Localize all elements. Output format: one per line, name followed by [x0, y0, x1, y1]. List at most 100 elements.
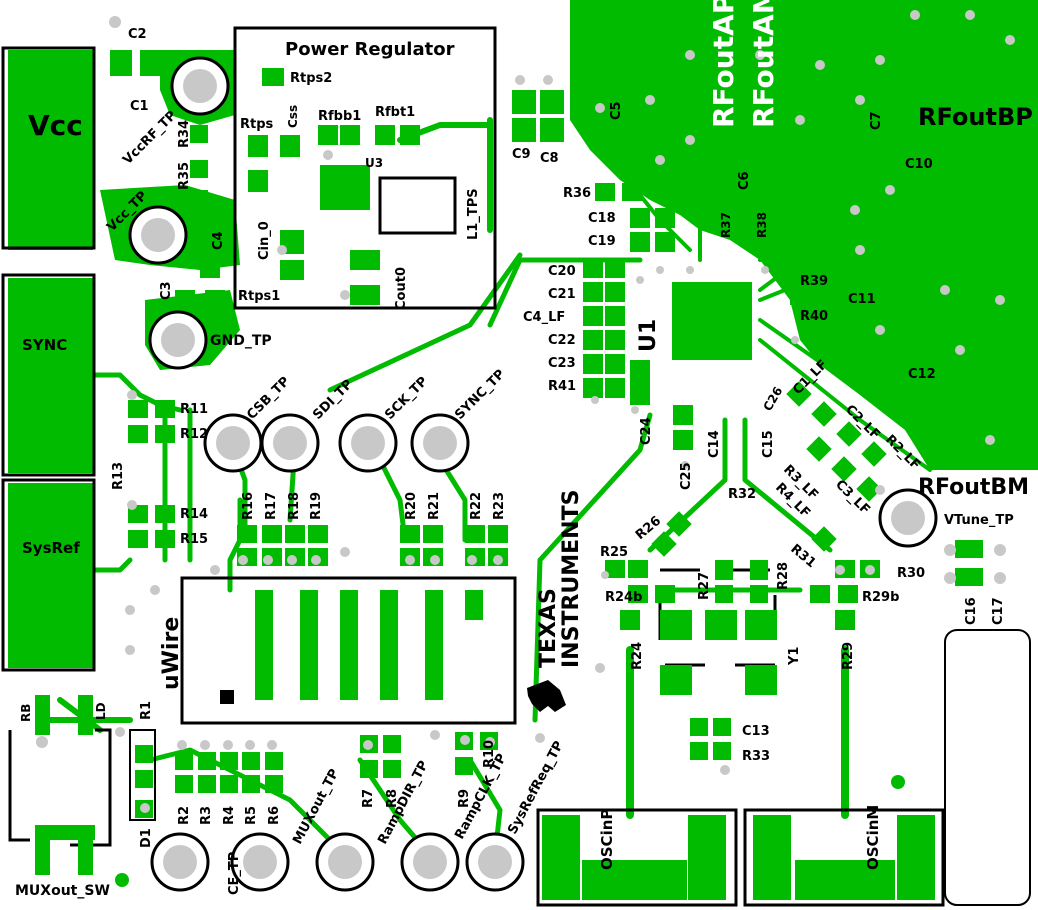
sysref-connector-outline [1, 478, 96, 672]
refdes-c16: C16 [964, 597, 979, 625]
power-regulator-outline [233, 26, 497, 310]
refdes-r37: R37 [719, 212, 733, 238]
refdes-c4-lf: C4_LF [523, 310, 565, 325]
refdes-r6: R6 [267, 806, 282, 825]
refdes-r12: R12 [180, 427, 208, 442]
refdes-c7: C7 [869, 111, 884, 130]
refdes-r35: R35 [177, 162, 192, 190]
refdes-r28: R28 [776, 562, 791, 590]
csb-tp[interactable] [203, 413, 263, 473]
refdes-c24: C24 [639, 417, 654, 445]
refdes-c22: C22 [548, 333, 576, 348]
refdes-l1-tps: L1_TPS [466, 188, 481, 240]
sdi-tp-label: SDI_TP [310, 377, 356, 423]
refdes-c14: C14 [707, 430, 722, 458]
rampclk-sysrefreq-tp[interactable] [465, 832, 525, 892]
refdes-r34: R34 [177, 120, 192, 148]
refdes-r39: R39 [800, 274, 828, 289]
ti-logo-text-1: TEXAS [536, 588, 561, 668]
refdes-c4: C4 [211, 231, 226, 250]
refdes-c10: C10 [905, 157, 933, 172]
refdes-r19: R19 [309, 492, 324, 520]
uwire-connector-outline [180, 576, 517, 725]
refdes-c18: C18 [588, 211, 616, 226]
refdes-c13: C13 [742, 724, 770, 739]
test-points [128, 56, 938, 892]
refdes-r13: R13 [111, 462, 126, 490]
refdes-cout0: Cout0 [394, 267, 409, 310]
ld-label: LD [94, 702, 108, 720]
refdes-r24b: R24b [605, 590, 642, 605]
u1-ground-pad [672, 282, 752, 360]
refdes-r2: R2 [177, 806, 192, 825]
rampdir-tp[interactable] [400, 832, 460, 892]
refdes-rtps: Rtps [240, 117, 274, 132]
rb-label: RB [19, 704, 33, 722]
rfoutam-label: RFoutAM [747, 0, 780, 128]
refdes-r18: R18 [287, 492, 302, 520]
block-labels: Vcc SYNC SysRef Power Regulator uWire OS… [15, 39, 882, 899]
refdes-r29b: R29b [862, 590, 899, 605]
trace-layer [37, 117, 932, 858]
oscinp-label: OSCinP [598, 809, 616, 870]
rfoutbm-label: RFoutBM [918, 475, 1029, 500]
rfoutap-label: RFoutAP [707, 0, 740, 128]
ce-tp-label: CE_TP [227, 852, 242, 895]
gnd-tp-label: GND_TP [210, 333, 272, 349]
refdes-r11: R11 [180, 402, 208, 417]
vccrf-tp-label: VccRF_TP [120, 108, 180, 168]
oscin-area-outline [944, 629, 1031, 906]
sdi-tp[interactable] [260, 413, 320, 473]
refdes-c19: C19 [588, 234, 616, 249]
sck-tp-label: SCK_TP [382, 374, 431, 423]
uwire-pin1-marker [220, 690, 234, 704]
refdes-r22: R22 [469, 492, 484, 520]
refdes-r1: R1 [139, 701, 154, 720]
refdes-r24: R24 [630, 642, 645, 670]
oscinm-connector-outline [743, 808, 945, 907]
vtune-tp[interactable] [878, 488, 938, 548]
refdes-c9: C9 [512, 147, 531, 162]
refdes-r32: R32 [728, 487, 756, 502]
ti-logo: TEXAS INSTRUMENTS [527, 490, 584, 712]
refdes-r5: R5 [244, 806, 259, 825]
refdes-cin0: Cin_0 [257, 221, 272, 260]
oscinp-connector-outline [536, 808, 738, 907]
vtune-tp-label: VTune_TP [944, 513, 1014, 528]
pads-layer [35, 50, 983, 875]
sync-connector-outline [1, 273, 96, 477]
sync-tp-label: SYNC_TP [452, 367, 508, 423]
ce-tp[interactable] [230, 832, 290, 892]
l1-tps-outline [378, 176, 457, 235]
refdes-r3: R3 [199, 806, 214, 825]
sysref-label: SysRef [22, 539, 80, 557]
sck-tp[interactable] [338, 413, 398, 473]
refdes-c11: C11 [848, 292, 876, 307]
refdes-r15: R15 [180, 532, 208, 547]
uwire-label: uWire [159, 617, 184, 690]
gnd-tp[interactable] [148, 310, 208, 370]
vcc-label: Vcc [28, 109, 83, 142]
vcc-tp[interactable] [128, 205, 188, 265]
refdes-r20: R20 [404, 492, 419, 520]
refdes-r7: R7 [361, 789, 376, 808]
d1-outline [129, 729, 156, 821]
refdes-r40: R40 [800, 309, 828, 324]
refdes-rfbb1: Rfbb1 [318, 109, 361, 124]
refdes-c3: C3 [159, 281, 174, 300]
vccrf-tp[interactable] [170, 56, 230, 116]
muxout-tp[interactable] [315, 832, 375, 892]
refdes-css: Css [286, 105, 300, 128]
sync-label: SYNC [22, 336, 67, 354]
refdes-r17: R17 [264, 492, 279, 520]
refdes-r30: R30 [897, 566, 925, 581]
refdes-c20: C20 [548, 264, 576, 279]
muxout-sw-label: MUXout_SW [15, 883, 110, 899]
ti-logo-text-2: INSTRUMENTS [559, 490, 584, 668]
refdes-c25: C25 [679, 462, 694, 490]
refdes-r38: R38 [755, 212, 769, 238]
refdes-rtps2: Rtps2 [290, 71, 332, 86]
tp-bottom-1[interactable] [150, 832, 210, 892]
sync-tp[interactable] [410, 413, 470, 473]
